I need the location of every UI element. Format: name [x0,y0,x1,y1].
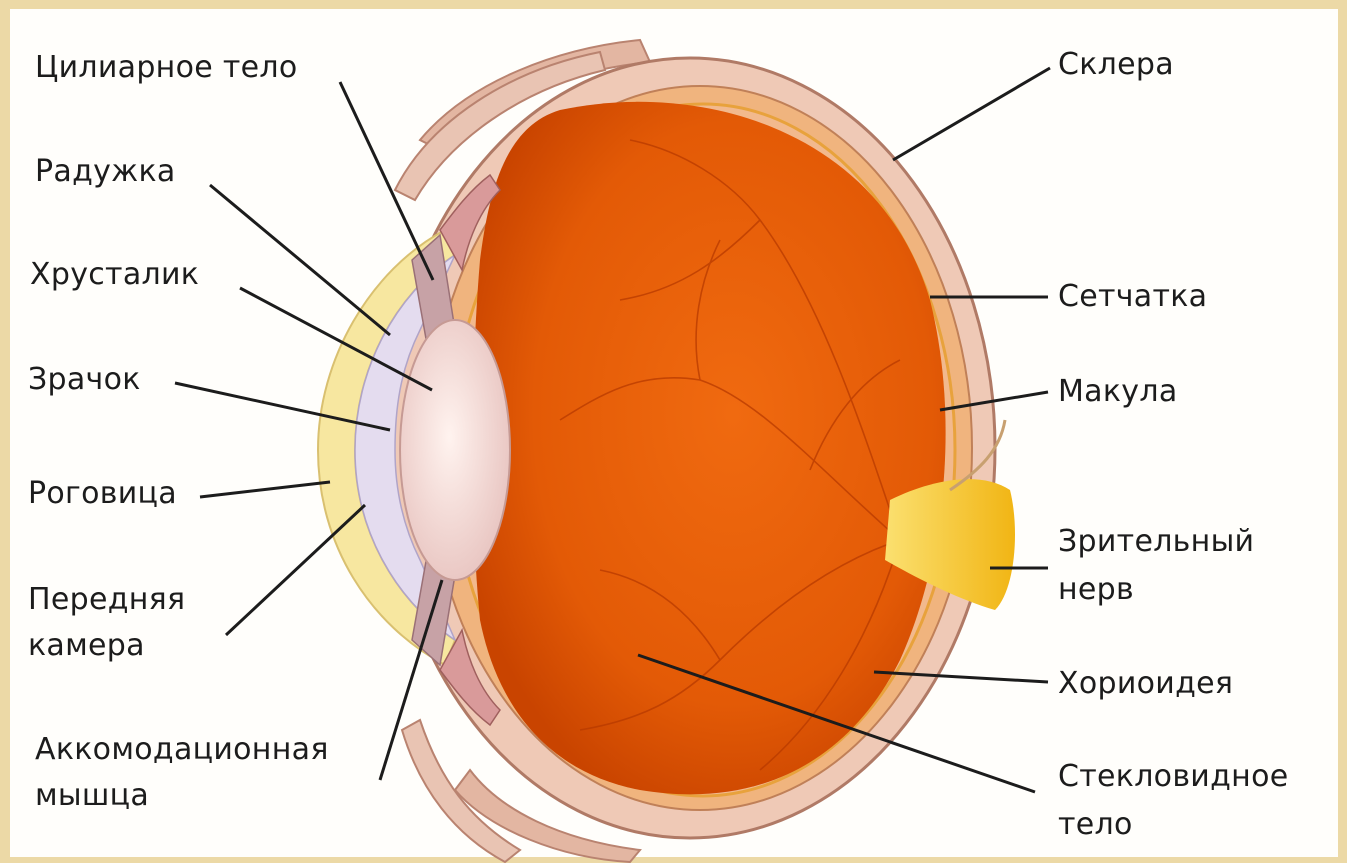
label-optic-nerve-line1: Зрительный [1058,520,1254,564]
label-pupil: Зрачок [28,358,141,402]
label-anterior-chamber-line2: камера [28,624,145,668]
label-accommodation-muscle-line1: Аккомодационная [35,728,329,772]
label-ciliary-body: Цилиарное тело [35,46,298,90]
label-choroid: Хориоидея [1058,662,1233,706]
label-retina: Сетчатка [1058,275,1207,319]
label-lens: Хрусталик [30,253,199,297]
label-vitreous-line1: Стекловидное [1058,755,1288,799]
label-sclera: Склера [1058,43,1174,87]
lens-shape [400,320,510,580]
vitreous-body-shape [473,102,946,795]
label-accommodation-muscle-line2: мышца [35,774,149,818]
label-anterior-chamber-line1: Передняя [28,578,185,622]
label-iris: Радужка [35,150,176,194]
label-cornea: Роговица [28,472,177,516]
label-macula: Макула [1058,370,1178,414]
label-vitreous-line2: тело [1058,803,1133,847]
label-optic-nerve-line2: нерв [1058,568,1134,612]
